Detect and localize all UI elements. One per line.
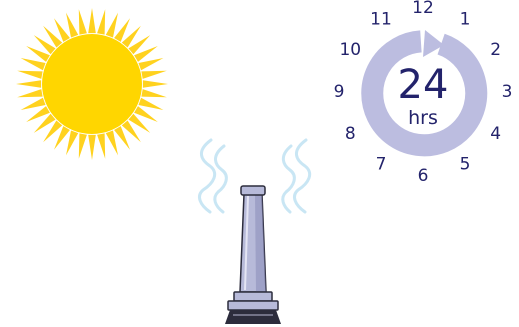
sun-ray — [114, 18, 130, 42]
sun-ray — [121, 120, 141, 143]
sun-ray — [142, 80, 168, 88]
clock-hour-label: 2 — [490, 40, 501, 60]
chimney-cap — [240, 185, 266, 196]
sun-ray — [33, 113, 56, 133]
sun-ray — [134, 106, 158, 122]
sun-ray — [17, 70, 43, 79]
sun-ray — [20, 58, 46, 71]
heat-wave-icon — [198, 138, 312, 214]
sun-ray — [141, 70, 167, 79]
sun-ray — [105, 12, 118, 38]
sun-icon — [16, 8, 168, 160]
clock-hour-label: 5 — [460, 155, 471, 175]
sun-ray — [78, 133, 87, 159]
clock-hour-label: 10 — [339, 40, 361, 60]
cycle-arrow-ring — [361, 30, 488, 157]
clock-hour-label: 8 — [345, 124, 356, 144]
chimney-base — [233, 291, 273, 302]
heat-wave-left-outer — [198, 138, 217, 214]
clock-hour-label: 1 — [460, 9, 471, 29]
sun-ray — [54, 126, 70, 150]
sun-ray — [128, 113, 151, 133]
sun-ray — [16, 80, 42, 88]
smokestack-icon — [225, 185, 281, 324]
sun-ray — [128, 35, 151, 55]
sun-ray — [43, 120, 63, 143]
sun-ray — [66, 12, 79, 38]
clock-hour-label: 7 — [376, 155, 387, 175]
clock-hour-labels: 12 12 3 45 6 78 9 10 11 — [334, 0, 513, 186]
clock-center-number: 24 — [398, 62, 449, 108]
sun-ray — [26, 106, 50, 122]
cycle-arrow-head — [423, 30, 444, 57]
sun-ray — [97, 133, 106, 159]
sun-ray — [138, 97, 164, 110]
sun-ray — [121, 25, 141, 48]
clock-hour-label: 11 — [370, 9, 392, 29]
sun-ray — [78, 9, 87, 35]
sun-ray — [54, 18, 70, 42]
clock-hour-label: 12 — [412, 0, 434, 18]
sun-ray — [66, 130, 79, 156]
chimney-plinth — [227, 300, 279, 311]
clock-center-unit: hrs — [408, 107, 438, 129]
clock-hour-label: 4 — [490, 124, 501, 144]
24-hour-cycle-icon: 12 12 3 45 6 78 9 10 11 24 hrs — [334, 0, 513, 186]
sun-ray — [43, 25, 63, 48]
heat-wave-left-inner — [213, 144, 228, 214]
clock-hour-label: 3 — [502, 82, 513, 102]
sun-core — [42, 34, 142, 134]
sun-ray — [26, 46, 50, 62]
sun-ray — [33, 35, 56, 55]
heat-wave-right-outer — [293, 138, 312, 214]
sun-rays — [16, 8, 168, 160]
chimney-foot — [225, 310, 281, 324]
sun-ray — [88, 8, 96, 34]
chimney-shading — [255, 194, 266, 292]
clock-hour-label: 6 — [418, 166, 429, 186]
sun-ray — [114, 126, 130, 150]
sun-ray — [134, 46, 158, 62]
sun-ray — [141, 89, 167, 98]
sun-ray — [20, 97, 46, 110]
chimney-highlight — [244, 195, 249, 291]
sun-ray — [138, 58, 164, 71]
sun-ray — [105, 130, 118, 156]
heat-wave-right-inner — [281, 144, 296, 214]
clock-hour-label: 9 — [334, 82, 345, 102]
sun-ray — [88, 134, 96, 160]
sun-ray — [17, 89, 43, 98]
sun-ray — [97, 9, 106, 35]
